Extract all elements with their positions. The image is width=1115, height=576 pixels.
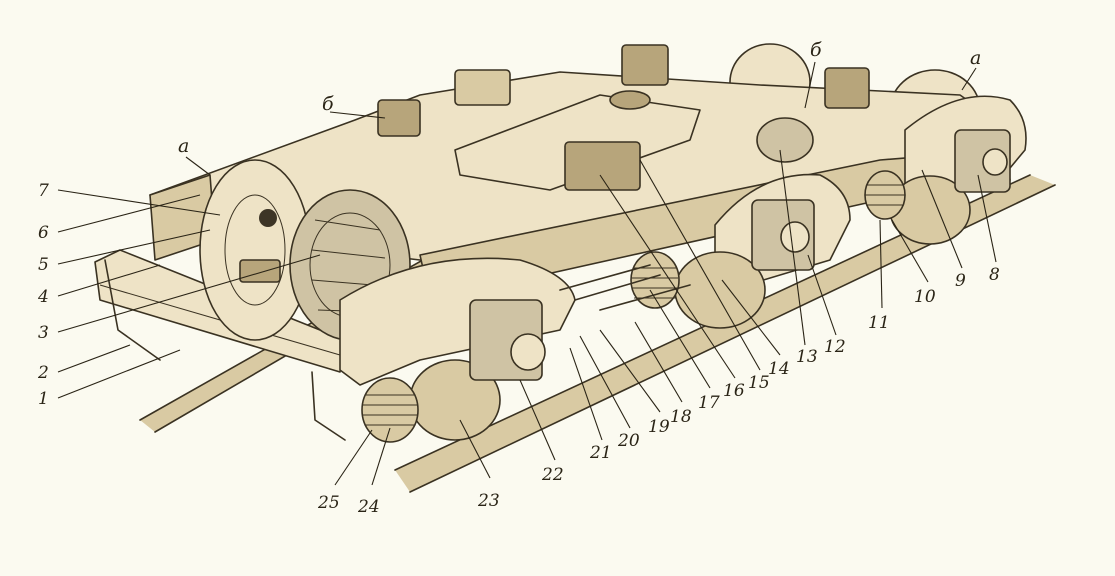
leader-25 — [334, 429, 373, 486]
axlebox-middle — [630, 173, 851, 329]
axlebox-front — [339, 257, 576, 443]
leader-5 — [57, 229, 211, 265]
label-6: 6 — [38, 223, 49, 243]
leader-9 — [921, 169, 963, 269]
spring-set-24 — [361, 377, 419, 443]
leader-15 — [639, 159, 761, 371]
leader-23 — [459, 419, 491, 479]
leader-21 — [569, 347, 603, 441]
label-2: 2 — [37, 363, 49, 383]
bolster-pad-right — [824, 67, 870, 109]
label-a-left: а — [178, 135, 189, 157]
label-12: 12 — [824, 337, 846, 357]
label-14: 14 — [768, 359, 790, 379]
leader-11 — [879, 219, 883, 309]
leader-b-right — [804, 61, 816, 109]
label-13: 13 — [796, 347, 818, 367]
leader-3 — [57, 254, 321, 333]
axlebox-rear — [864, 95, 1027, 245]
label-b-left: б — [322, 93, 334, 115]
label-25: 25 — [317, 493, 340, 513]
leader-17 — [649, 289, 711, 389]
label-1: 1 — [38, 389, 49, 409]
label-15: 15 — [748, 373, 770, 393]
label-17: 17 — [698, 393, 720, 413]
label-7: 7 — [38, 181, 49, 201]
motor-terminal — [239, 259, 281, 283]
label-4: 4 — [37, 287, 49, 307]
leader-24 — [371, 427, 391, 486]
leader-19 — [599, 329, 661, 413]
leader-12 — [807, 254, 837, 336]
label-16: 16 — [723, 381, 745, 401]
leader-4 — [57, 264, 161, 297]
motor-mount — [454, 69, 511, 106]
bolster-pad-left — [377, 99, 421, 137]
wheel-hub — [259, 209, 277, 227]
leader-22 — [519, 379, 556, 461]
brake-rigging — [559, 264, 691, 311]
leader-1 — [57, 349, 181, 399]
brake-cylinder — [756, 117, 814, 163]
leader-lines — [57, 61, 997, 486]
label-b-right: б — [810, 39, 822, 61]
label-3: 3 — [38, 323, 49, 343]
leader-13 — [779, 149, 806, 346]
label-a-right: а — [970, 47, 981, 69]
label-11: 11 — [868, 313, 890, 333]
leader-14 — [721, 279, 781, 356]
axlebox-cap — [510, 333, 546, 371]
label-8: 8 — [989, 265, 1000, 285]
bolster-pad-middle — [564, 141, 641, 191]
pivot-socket — [609, 90, 651, 110]
label-10: 10 — [914, 287, 936, 307]
sand-pipe — [104, 259, 346, 441]
label-22: 22 — [541, 465, 564, 485]
leader-18 — [634, 321, 683, 403]
leader-20 — [579, 335, 631, 429]
leader-7 — [57, 189, 221, 216]
bolster-pad-top — [621, 44, 669, 86]
leader-a-left — [185, 156, 211, 176]
label-20: 20 — [617, 431, 640, 451]
letter-labels: а а б б — [178, 39, 981, 157]
leader-10 — [891, 219, 929, 283]
rail-right — [395, 175, 1055, 492]
leader-a-right — [961, 67, 977, 91]
label-9: 9 — [955, 271, 966, 291]
label-5: 5 — [38, 255, 49, 275]
leader-2 — [57, 344, 131, 373]
leader-8 — [977, 174, 997, 263]
top-equipment — [104, 44, 870, 441]
leader-b-left — [329, 111, 386, 119]
leader-16 — [599, 174, 736, 379]
spring-set-16 — [630, 251, 680, 309]
label-24: 24 — [357, 497, 380, 517]
label-23: 23 — [477, 491, 500, 511]
label-19: 19 — [648, 417, 670, 437]
label-21: 21 — [589, 443, 612, 463]
part-labels: 1 2 3 4 5 6 7 8 9 10 11 12 13 14 15 16 1… — [37, 181, 1000, 517]
label-18: 18 — [670, 407, 692, 427]
leader-6 — [57, 194, 201, 233]
